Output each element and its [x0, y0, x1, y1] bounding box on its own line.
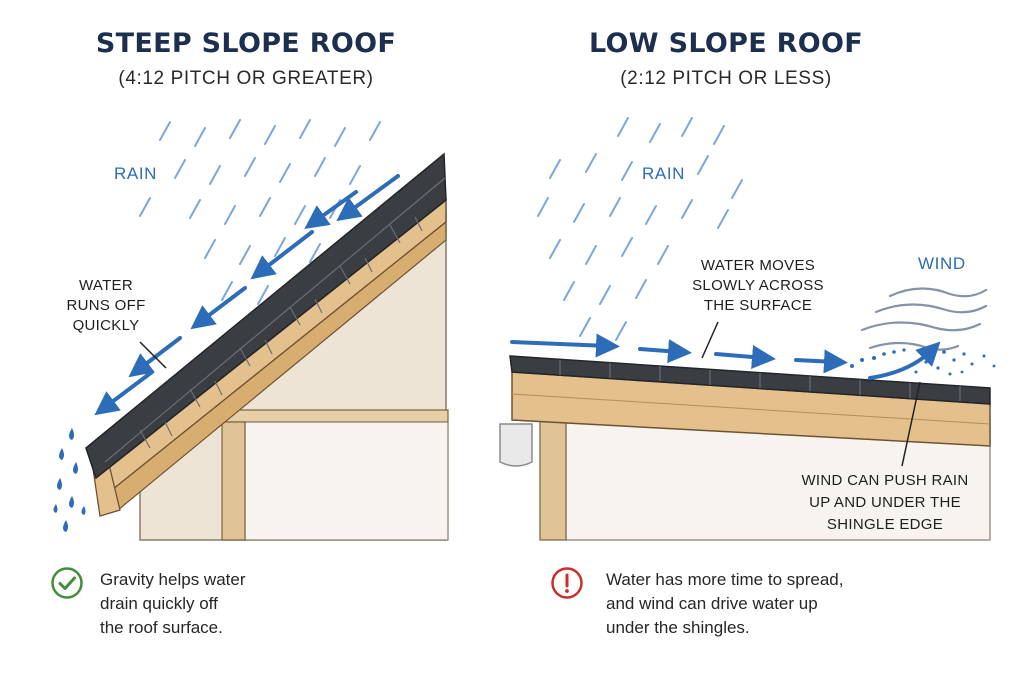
wind-note-line-2: UP AND UNDER THE [809, 494, 961, 511]
low-title: LOW SLOPE ROOF [589, 28, 863, 59]
low-subtitle: (2:12 PITCH OR LESS) [620, 68, 832, 89]
low-gutter [499, 423, 533, 467]
steep-roof-illustration [53, 119, 449, 541]
steep-shingle-lines [104, 177, 446, 463]
steep-lower-wall [244, 421, 449, 541]
low-post [539, 419, 567, 541]
wind-note-line-3: SHINGLE EDGE [826, 516, 944, 533]
low-note-line-2: and wind can drive water up [606, 594, 818, 613]
steep-note: Gravity helps water drain quickly off th… [100, 568, 246, 640]
low-note: Water has more time to spread, and wind … [606, 568, 843, 640]
check-circle-icon [51, 567, 83, 599]
steep-water-line-3: QUICKLY [72, 317, 140, 334]
low-rain-label: RAIN [642, 164, 686, 183]
steep-shingles [85, 152, 447, 480]
steep-water-line-1: WATER [79, 277, 133, 294]
low-shingles [509, 355, 991, 405]
steep-ceiling-beam [221, 409, 449, 423]
steep-note-line-2: drain quickly off [100, 594, 218, 613]
steep-rain-label: RAIN [114, 164, 158, 183]
low-water-line-3: THE SURFACE [703, 297, 813, 314]
low-note-line-3: under the shingles. [606, 618, 750, 637]
steep-subtitle: (4:12 PITCH OR GREATER) [118, 68, 374, 89]
steep-note-line-1: Gravity helps water [100, 570, 246, 589]
steep-title: STEEP SLOPE ROOF [95, 28, 397, 59]
low-spray [850, 348, 996, 376]
steep-water-leader [139, 341, 167, 369]
low-shingle-lines [559, 360, 961, 401]
steep-water-arrows [94, 174, 400, 416]
low-wind-lines [860, 287, 988, 351]
low-water-arrows [510, 333, 941, 380]
steep-water-drips [53, 428, 86, 532]
low-water-line-1: WATER MOVES [700, 257, 816, 274]
steep-post [221, 421, 246, 541]
steep-note-line-3: the roof surface. [100, 618, 223, 637]
wind-note-line-1: WIND CAN PUSH RAIN [801, 472, 969, 489]
low-rain [537, 117, 743, 341]
low-water-line-2: SLOWLY ACROSS [692, 277, 824, 294]
steep-water-callout: WATER RUNS OFF QUICKLY [58, 276, 154, 336]
steep-water-line-2: RUNS OFF [66, 297, 146, 314]
low-water-leader [701, 321, 719, 359]
low-note-line-1: Water has more time to spread, [606, 570, 844, 589]
wind-note-leader [901, 381, 921, 467]
low-roof-illustration [499, 117, 996, 541]
wind-note-callout: WIND CAN PUSH RAIN UP AND UNDER THE SHIN… [790, 470, 980, 536]
exclamation-circle-icon [551, 567, 583, 599]
low-water-callout: WATER MOVES SLOWLY ACROSS THE SURFACE [688, 256, 828, 316]
steep-rain [139, 119, 381, 305]
wind-label: WIND [918, 254, 966, 273]
